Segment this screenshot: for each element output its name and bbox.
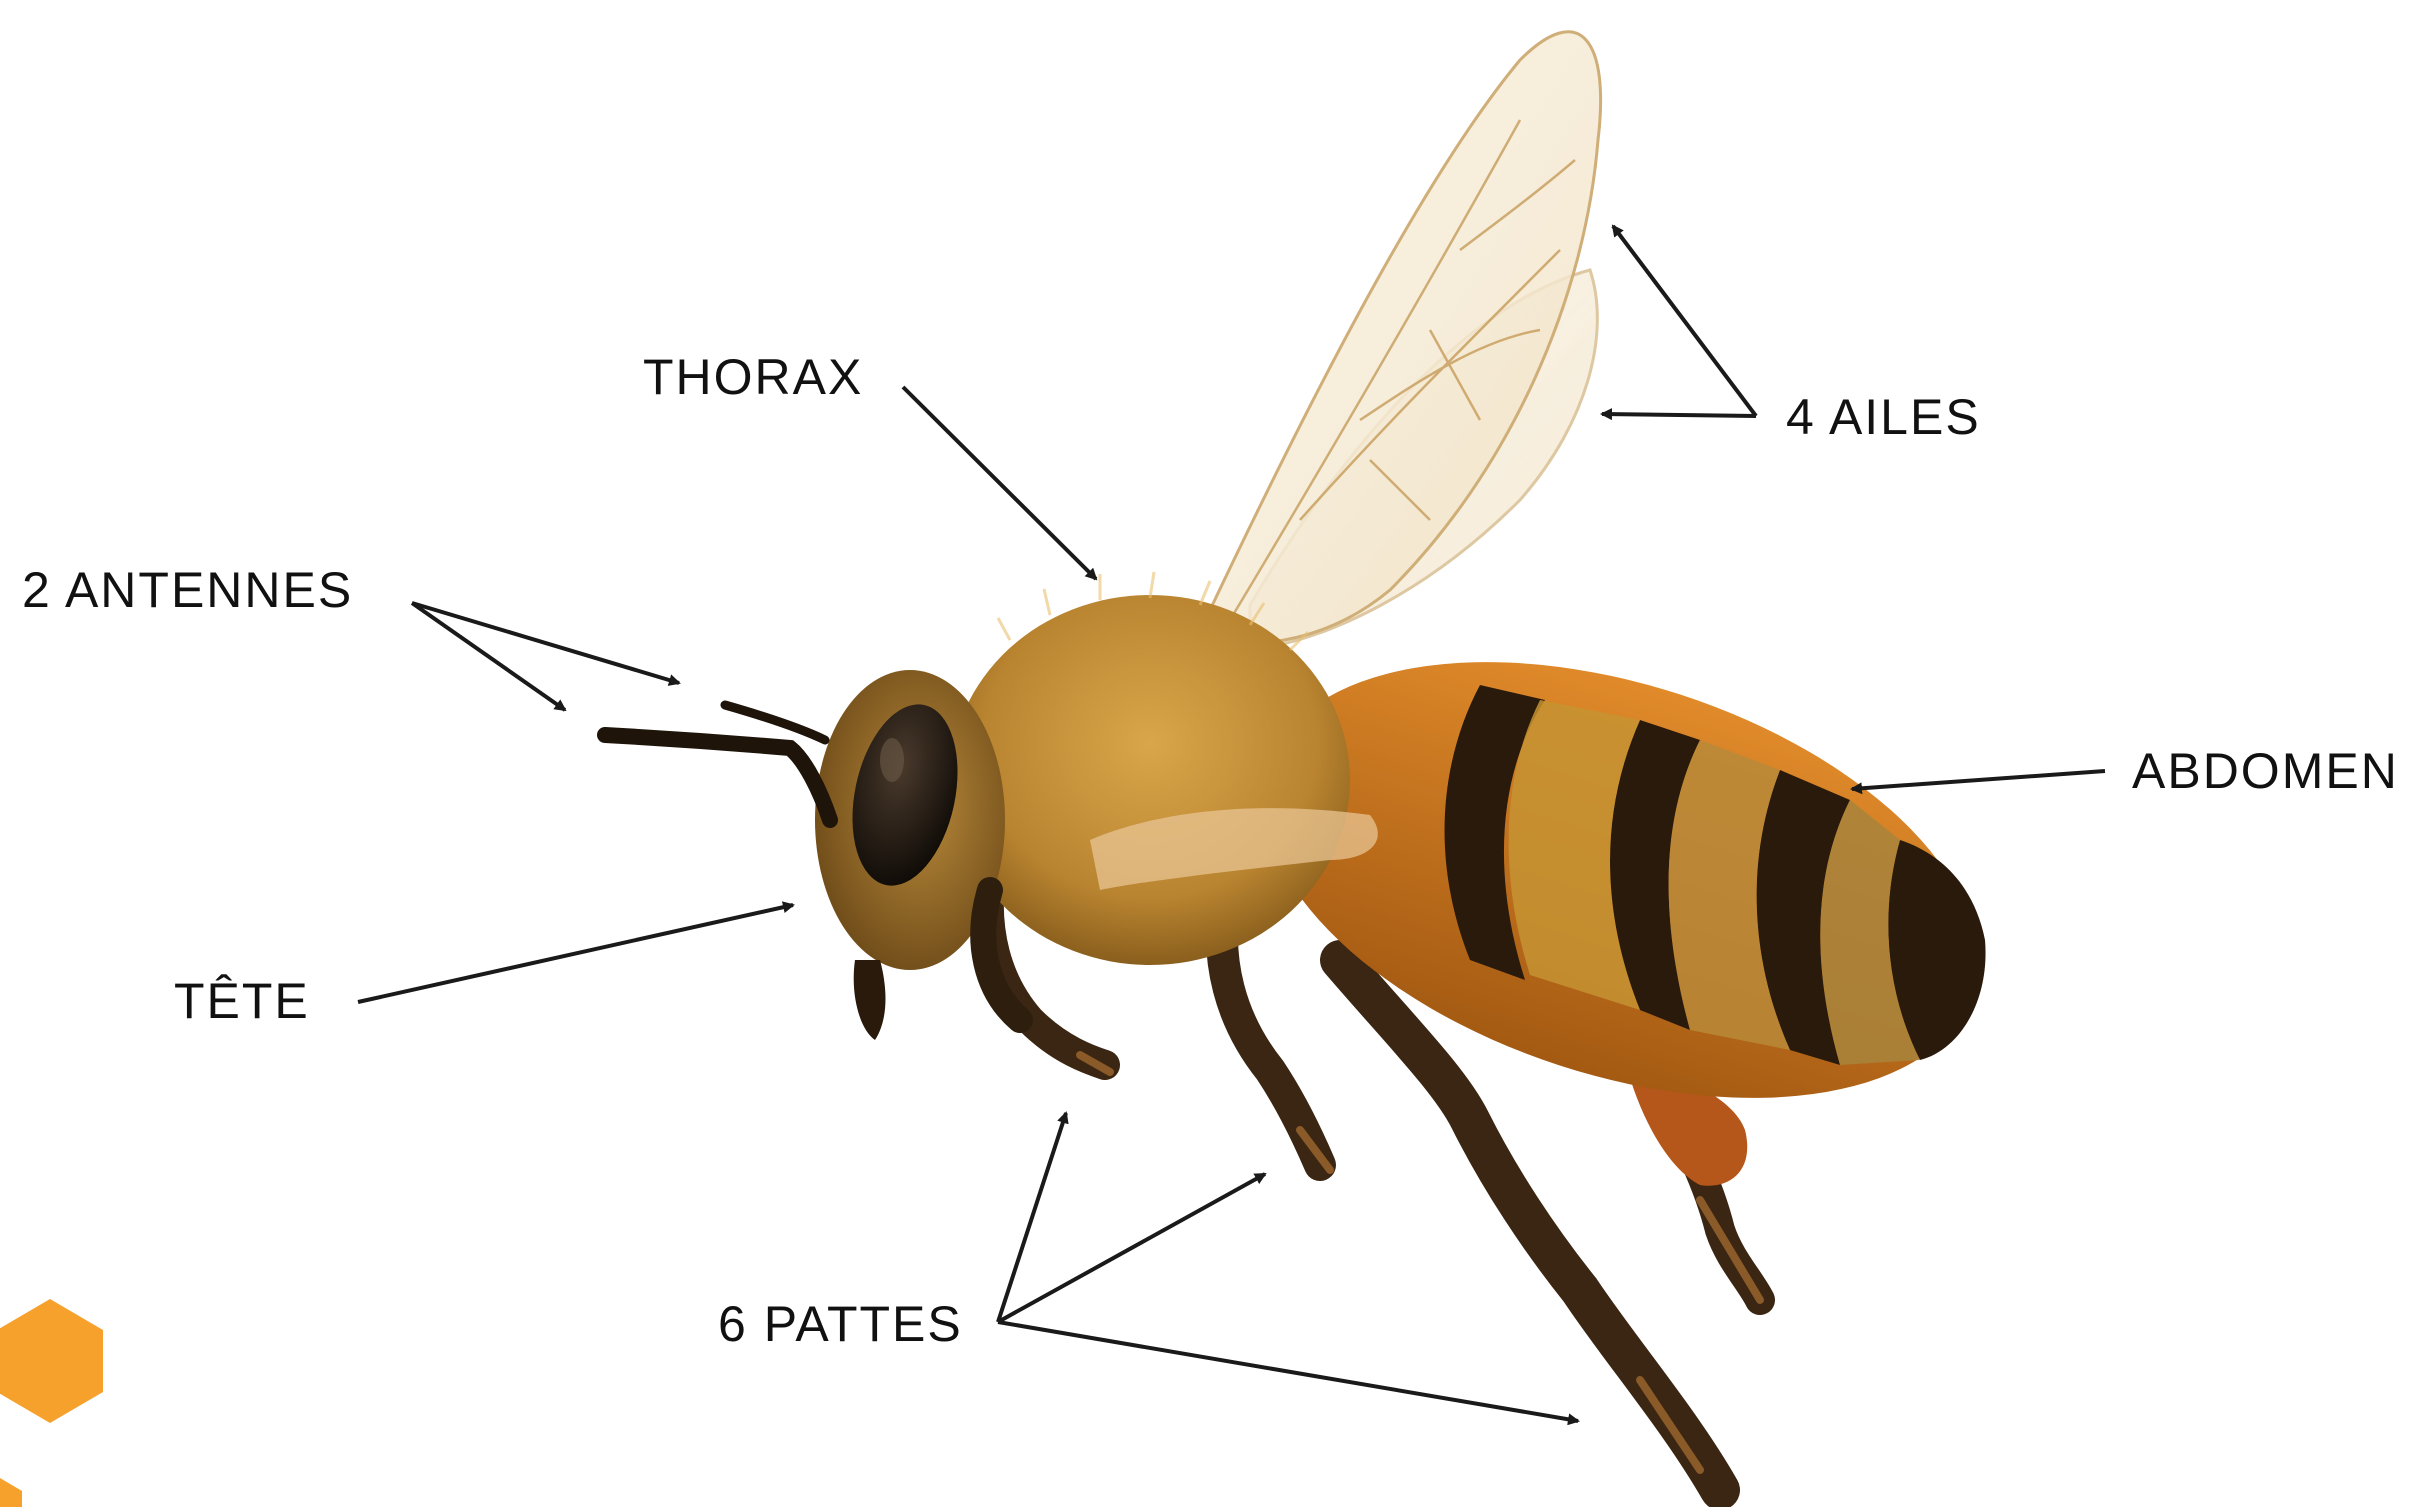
antennes-arrow-1: [412, 603, 679, 683]
thorax: [950, 595, 1350, 965]
label-abdomen: ABDOMEN: [2132, 746, 2399, 796]
abdomen: [1208, 580, 2032, 1180]
bee-illustration: [605, 32, 2032, 1490]
antennes-arrow-2: [412, 603, 565, 710]
tete-arrow: [358, 905, 793, 1002]
pattes-arrow-3: [998, 1322, 1578, 1421]
hexagon-icon-partial: [0, 1478, 22, 1507]
eye-highlight: [880, 738, 904, 782]
mandible: [854, 960, 886, 1040]
label-pattes: 6 PATTES: [718, 1299, 963, 1349]
front-wing: [1210, 32, 1601, 644]
ailes-arrow-1: [1613, 226, 1756, 416]
label-ailes: 4 AILES: [1786, 392, 1981, 442]
hexagon-icon: [0, 1299, 103, 1423]
antennae: [605, 705, 830, 820]
abdomen-arrow: [1852, 771, 2105, 789]
thorax-arrow: [903, 387, 1096, 579]
label-tete: TÊTE: [174, 976, 310, 1026]
ailes-arrow-2: [1602, 414, 1756, 416]
label-thorax: THORAX: [643, 352, 863, 402]
label-antennes: 2 ANTENNES: [22, 565, 353, 615]
